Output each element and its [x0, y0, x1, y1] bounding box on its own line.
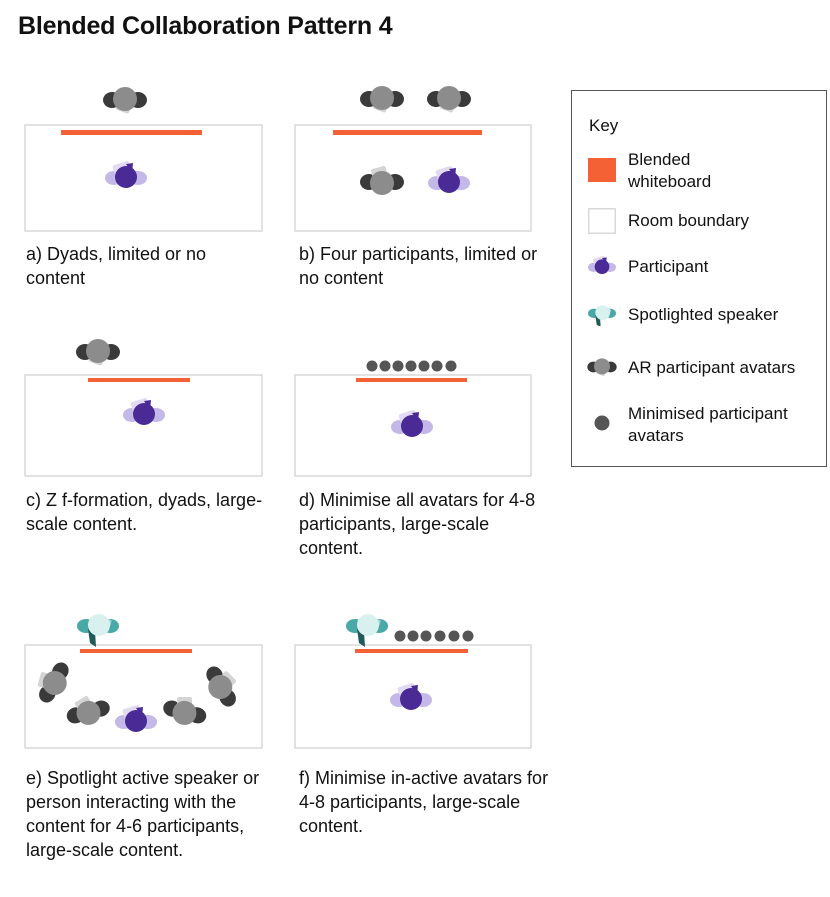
ar-avatar-icon [587, 358, 617, 377]
key-label-spotlight: Spotlighted speaker [628, 305, 779, 324]
panel-c-caption: c) Z f-formation, dyads, large-scale con… [26, 490, 263, 534]
minimised-avatar [434, 630, 446, 642]
panel-f-caption: f) Minimise in-active avatars for 4-8 pa… [299, 768, 549, 836]
spotlight-icon [588, 305, 616, 326]
blended-whiteboard [80, 649, 192, 653]
room-boundary [294, 124, 532, 232]
minimised-avatar [445, 360, 457, 372]
minimised-avatar [379, 360, 391, 372]
minimised-avatar-icon [594, 415, 610, 431]
minimised-avatar-row [366, 360, 457, 372]
diagram-title: Blended Collaboration Pattern 4 [18, 12, 393, 40]
key-label-whiteboard: Blended whiteboard [628, 150, 712, 191]
minimised-avatar [366, 360, 378, 372]
blended-whiteboard [88, 378, 190, 382]
minimised-avatar [407, 630, 419, 642]
room-boundary [24, 374, 263, 477]
participant-icon [588, 255, 616, 274]
spotlighted-speaker [346, 614, 388, 647]
minimised-avatar [420, 630, 432, 642]
key-label-room-boundary: Room boundary [628, 211, 749, 230]
whiteboard-icon [588, 158, 616, 182]
blended-whiteboard [356, 378, 467, 382]
minimised-avatar-row [394, 630, 474, 642]
panel-b-caption: b) Four participants, limited or no cont… [299, 244, 538, 288]
blended-whiteboard [61, 130, 202, 135]
blended-whiteboard [333, 130, 482, 135]
key-label-participant: Participant [628, 257, 709, 276]
panel-a-caption: a) Dyads, limited or no content [26, 244, 207, 288]
panel-e-caption: e) Spotlight active speaker or person in… [26, 768, 260, 860]
minimised-avatar [462, 630, 474, 642]
minimised-avatar [394, 630, 406, 642]
minimised-avatar [431, 360, 443, 372]
minimised-avatar [405, 360, 417, 372]
key-title: Key [589, 116, 619, 135]
minimised-avatar [418, 360, 430, 372]
panel-d-caption: d) Minimise all avatars for 4-8 particip… [299, 490, 536, 558]
minimised-avatar [448, 630, 460, 642]
minimised-avatar [392, 360, 404, 372]
key-box: Key Blended whiteboard Room boundary Par… [571, 90, 827, 467]
room-boundary-icon [588, 208, 616, 234]
blended-whiteboard [355, 649, 468, 653]
key-label-ar-avatar: AR participant avatars [628, 358, 796, 377]
key-label-minimised-avatar: Minimised participant avatars [628, 404, 788, 445]
